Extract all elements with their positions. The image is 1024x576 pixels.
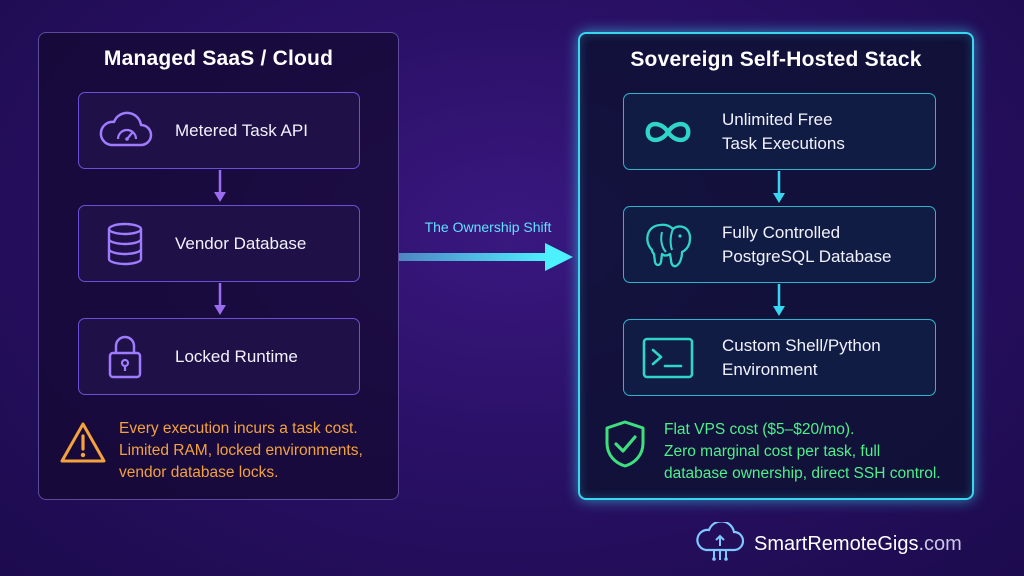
node-line: Custom Shell/Python bbox=[722, 335, 881, 355]
down-arrow-icon bbox=[214, 283, 226, 315]
brand-name-text: SmartRemoteGigs bbox=[754, 532, 919, 555]
down-arrow-icon bbox=[773, 171, 785, 203]
vendor-database-label: Vendor Database bbox=[175, 233, 307, 253]
benefit-line: Flat VPS cost ($5–$20/mo). bbox=[664, 421, 855, 438]
custom-environment-node: Custom Shell/Python Environment bbox=[623, 319, 936, 396]
terminal-icon bbox=[640, 333, 696, 383]
brand-name: SmartRemoteGigs.com bbox=[754, 533, 962, 556]
warning-text: Every execution incurs a task cost. Limi… bbox=[119, 418, 394, 484]
managed-saas-panel: Managed SaaS / Cloud Metered Task API Ve… bbox=[38, 32, 399, 500]
custom-environment-label: Custom Shell/Python Environment bbox=[722, 334, 925, 382]
node-line: Task Executions bbox=[722, 133, 845, 153]
right-panel-title: Sovereign Self-Hosted Stack bbox=[630, 48, 922, 71]
padlock-icon bbox=[97, 332, 153, 382]
warning-line: Limited RAM, locked environments, bbox=[119, 442, 363, 459]
unlimited-executions-label: Unlimited Free Task Executions bbox=[722, 108, 925, 156]
warning-line: Every execution incurs a task cost. bbox=[119, 420, 358, 437]
self-hosted-panel: Sovereign Self-Hosted Stack Unlimited Fr… bbox=[578, 32, 974, 500]
benefit-line: Zero marginal cost per task, full bbox=[664, 443, 881, 460]
unlimited-executions-node: Unlimited Free Task Executions bbox=[623, 93, 936, 170]
shield-check-icon bbox=[602, 419, 648, 469]
locked-runtime-label: Locked Runtime bbox=[175, 346, 298, 366]
node-line: PostgreSQL Database bbox=[722, 246, 892, 266]
left-panel-title: Managed SaaS / Cloud bbox=[103, 47, 334, 70]
brand-suffix: .com bbox=[918, 532, 962, 555]
node-line: Environment bbox=[722, 359, 818, 379]
down-arrow-icon bbox=[214, 170, 226, 202]
cloud-circuit-icon bbox=[694, 519, 746, 567]
node-line: Fully Controlled bbox=[722, 222, 841, 242]
postgresql-elephant-icon bbox=[640, 220, 696, 270]
database-icon bbox=[97, 219, 153, 269]
down-arrow-icon bbox=[773, 284, 785, 316]
infinity-icon bbox=[640, 107, 696, 157]
vendor-database-node: Vendor Database bbox=[78, 205, 360, 282]
ownership-shift-label: The Ownership Shift bbox=[424, 219, 552, 235]
metered-task-api-label: Metered Task API bbox=[175, 120, 308, 140]
node-line: Unlimited Free bbox=[722, 109, 833, 129]
postgresql-database-label: Fully Controlled PostgreSQL Database bbox=[722, 221, 925, 269]
warning-triangle-icon bbox=[59, 421, 107, 465]
metered-task-api-node: Metered Task API bbox=[78, 92, 360, 169]
right-arrow-icon bbox=[399, 243, 573, 271]
benefit-text: Flat VPS cost ($5–$20/mo). Zero marginal… bbox=[664, 419, 974, 485]
cloud-gauge-icon bbox=[97, 106, 153, 156]
postgresql-database-node: Fully Controlled PostgreSQL Database bbox=[623, 206, 936, 283]
benefit-line: database ownership, direct SSH control. bbox=[664, 465, 941, 482]
warning-line: vendor database locks. bbox=[119, 464, 279, 481]
locked-runtime-node: Locked Runtime bbox=[78, 318, 360, 395]
brand-logo: SmartRemoteGigs.com bbox=[694, 519, 962, 567]
